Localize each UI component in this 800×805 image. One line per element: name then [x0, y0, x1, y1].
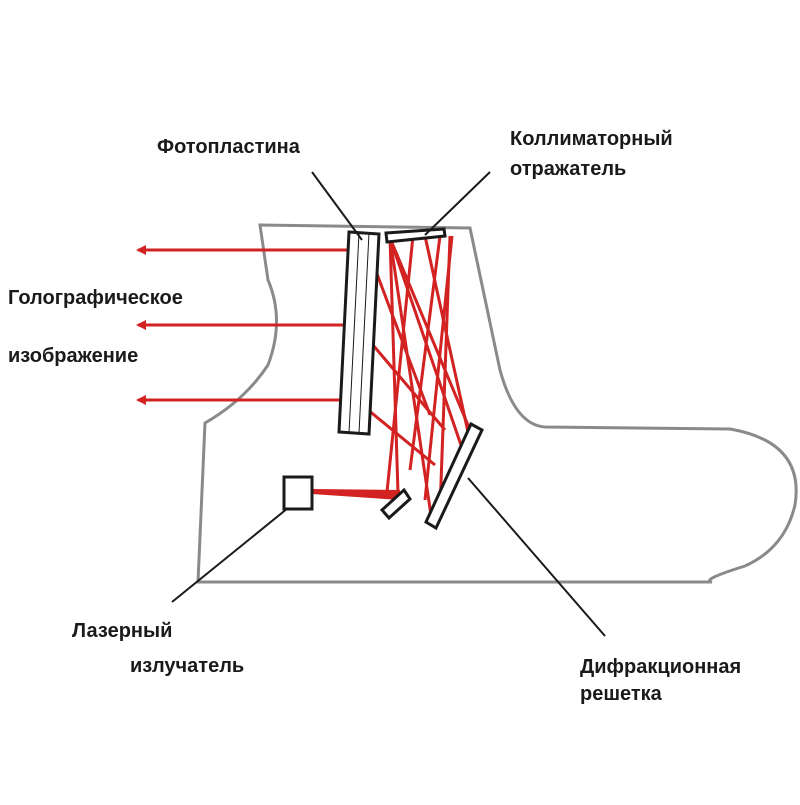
device-housing-outline	[196, 223, 798, 584]
folding-mirror	[379, 487, 412, 521]
leader-collimator	[424, 171, 491, 236]
beam-return-2	[408, 235, 442, 471]
output-beams	[136, 245, 368, 405]
leader-photoplate	[311, 171, 363, 241]
components	[282, 227, 484, 531]
laser-beam	[312, 489, 400, 500]
label-collimator-line2: отражатель	[510, 158, 627, 180]
leader-lines	[171, 171, 606, 637]
beam-collimator-grating-b	[438, 235, 452, 511]
label-laser-line1: Лазерный	[72, 620, 173, 642]
leader-grating	[467, 477, 606, 637]
beam-fan-1	[388, 237, 472, 431]
label-hologram-line2: изображение	[8, 345, 139, 367]
collimator-reflector	[384, 227, 447, 244]
beam-fan-3	[388, 237, 434, 523]
label-laser-line2: излучатель	[130, 655, 245, 677]
laser-emitter	[282, 475, 314, 511]
photoplate-inner-line-1	[348, 232, 360, 434]
beam-mirror-up	[388, 237, 400, 494]
label-grating-line2: решетка	[580, 683, 662, 705]
diffraction-grating	[424, 421, 484, 531]
photoplate	[337, 230, 381, 436]
label-photoplate: Фотопластина	[157, 136, 300, 158]
label-hologram-line1: Голографическое	[8, 287, 183, 309]
label-grating-line1: Дифракционная	[580, 656, 742, 678]
beam-return-1	[385, 235, 415, 493]
label-collimator-line1: Коллиматорный	[510, 128, 673, 150]
photoplate-inner-line-2	[358, 232, 370, 434]
leader-laser	[171, 507, 289, 603]
